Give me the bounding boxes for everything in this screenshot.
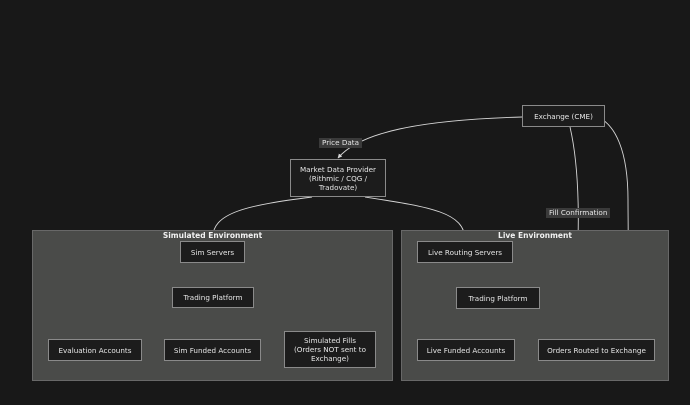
edge-exchange-to-market-data (337, 116, 523, 159)
exchange-node[interactable]: Exchange (CME) (522, 105, 605, 127)
orders-routed-to-exchange-node[interactable]: Orders Routed to Exchange (538, 339, 655, 361)
sim-servers-node[interactable]: Sim Servers (180, 241, 245, 263)
market-data-provider-node[interactable]: Market Data Provider (Rithmic / CQG / Tr… (290, 159, 386, 197)
sim-funded-accounts-node[interactable]: Sim Funded Accounts (164, 339, 261, 361)
live-environment-title: Live Environment (498, 231, 572, 240)
live-trading-platform-node[interactable]: Trading Platform (456, 287, 540, 309)
sim-trading-platform-node[interactable]: Trading Platform (172, 287, 254, 308)
fill-confirmation-edge-label: Fill Confirmation (546, 208, 611, 218)
price-data-edge-label: Price Data (319, 138, 362, 148)
live-funded-accounts-node[interactable]: Live Funded Accounts (417, 339, 515, 361)
simulated-fills-node[interactable]: Simulated Fills (Orders NOT sent to Exch… (284, 331, 376, 368)
simulated-environment-title: Simulated Environment (162, 231, 263, 240)
live-routing-servers-node[interactable]: Live Routing Servers (417, 241, 513, 263)
evaluation-accounts-node[interactable]: Evaluation Accounts (48, 339, 142, 361)
